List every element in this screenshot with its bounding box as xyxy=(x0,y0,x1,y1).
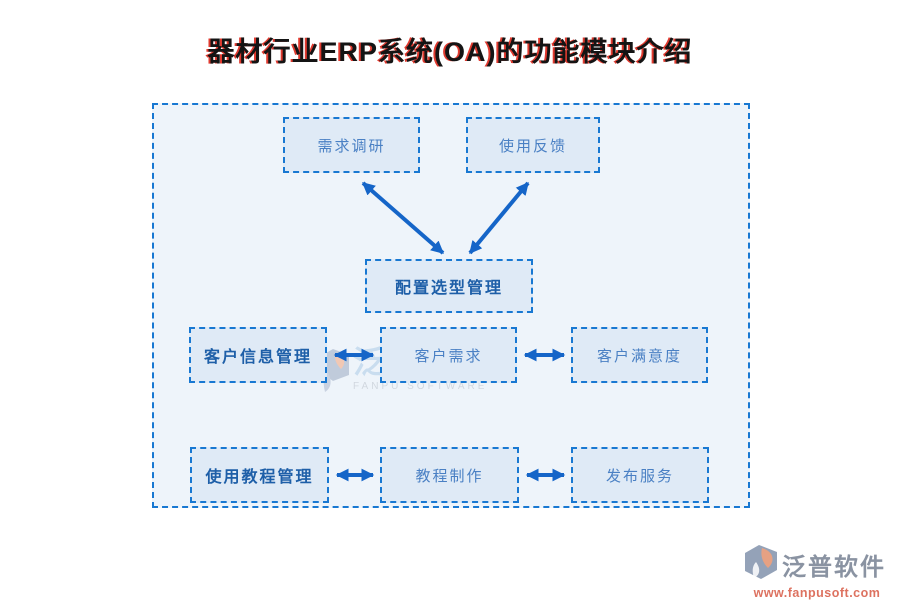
edge-demand-to-config xyxy=(361,181,445,255)
diagram-panel: 需求调研 使用反馈 配置选型管理 客户信息管理 客户需求 客户满意度 使用教程管… xyxy=(152,103,750,508)
node-customer-satisfaction: 客户满意度 xyxy=(571,327,708,383)
node-usage-feedback: 使用反馈 xyxy=(466,117,600,173)
page-title: 器材行业ERP系统(OA)的功能模块介绍 xyxy=(207,37,693,67)
watermark-subtitle-text: FANPU SOFTWARE xyxy=(353,381,488,392)
node-customer-demand: 客户需求 xyxy=(380,327,517,383)
node-publish-service: 发布服务 xyxy=(571,447,709,503)
node-config-selection-mgmt: 配置选型管理 xyxy=(365,259,533,313)
node-tutorial-production: 教程制作 xyxy=(380,447,519,503)
edge-feedback-to-config xyxy=(468,181,530,255)
node-demand-research: 需求调研 xyxy=(283,117,420,173)
footer-brand-text: 泛普软件 xyxy=(782,554,886,581)
node-customer-info-mgmt: 客户信息管理 xyxy=(189,327,327,383)
footer-brand: 泛普软件 www.fanpusoft.com xyxy=(742,544,892,600)
fanpu-logo-icon xyxy=(742,544,780,585)
node-tutorial-mgmt: 使用教程管理 xyxy=(190,447,329,503)
footer-website-link[interactable]: www.fanpusoft.com xyxy=(753,586,881,600)
